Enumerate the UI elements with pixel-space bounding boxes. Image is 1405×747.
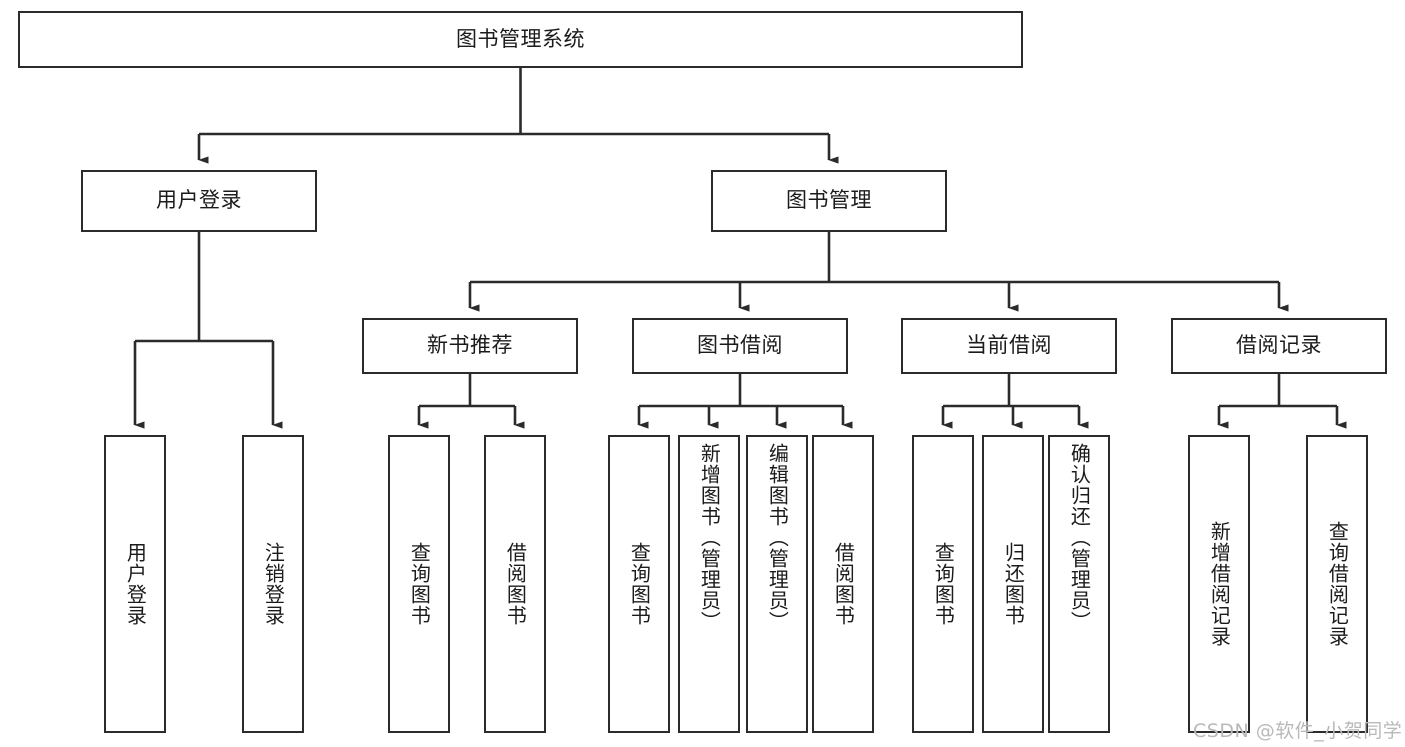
node-book-manage[interactable]: 图书管理	[711, 170, 947, 232]
node-leaf-add-book[interactable]: 新增图书（管理员）	[678, 435, 740, 733]
node-leaf-logout-login[interactable]: 注销登录	[242, 435, 304, 733]
node-leaf-logout-login-label: 注销登录	[261, 542, 286, 626]
watermark-text: CSDN @软件_小贺同学	[1193, 720, 1403, 742]
node-book-borrow-label: 图书借阅	[697, 333, 783, 358]
node-leaf-query-borrow-record-label: 查询借阅记录	[1325, 521, 1350, 647]
node-current-borrow-label: 当前借阅	[966, 333, 1052, 358]
node-leaf-add-borrow-record[interactable]: 新增借阅记录	[1188, 435, 1250, 733]
node-book-borrow[interactable]: 图书借阅	[632, 318, 848, 374]
node-leaf-edit-book[interactable]: 编辑图书（管理员）	[746, 435, 808, 733]
node-leaf-return-book-label: 归还图书	[1001, 542, 1026, 626]
node-leaf-query-book-1-label: 查询图书	[407, 542, 432, 626]
node-leaf-query-book-3[interactable]: 查询图书	[912, 435, 974, 733]
node-borrow-record[interactable]: 借阅记录	[1171, 318, 1387, 374]
node-leaf-add-borrow-record-label: 新增借阅记录	[1207, 521, 1232, 647]
node-leaf-query-book-3-label: 查询图书	[931, 542, 956, 626]
node-leaf-user-login[interactable]: 用户登录	[104, 435, 166, 733]
node-root[interactable]: 图书管理系统	[18, 11, 1023, 68]
node-root-label: 图书管理系统	[456, 26, 585, 51]
node-borrow-record-label: 借阅记录	[1236, 333, 1322, 358]
node-leaf-borrow-book-2[interactable]: 借阅图书	[812, 435, 874, 733]
node-leaf-query-book-1[interactable]: 查询图书	[388, 435, 450, 733]
node-new-book-recommend[interactable]: 新书推荐	[362, 318, 578, 374]
node-leaf-query-borrow-record[interactable]: 查询借阅记录	[1306, 435, 1368, 733]
node-new-book-recommend-label: 新书推荐	[427, 333, 513, 358]
node-leaf-return-book[interactable]: 归还图书	[982, 435, 1044, 733]
node-user-login-label: 用户登录	[156, 188, 242, 213]
node-leaf-confirm-return-label: 确认归还（管理员）	[1067, 443, 1092, 632]
node-leaf-user-login-label: 用户登录	[123, 542, 148, 626]
node-leaf-query-book-2-label: 查询图书	[627, 542, 652, 626]
node-leaf-add-book-label: 新增图书（管理员）	[697, 443, 722, 632]
node-leaf-borrow-book-1-label: 借阅图书	[503, 542, 528, 626]
node-leaf-query-book-2[interactable]: 查询图书	[608, 435, 670, 733]
node-leaf-borrow-book-2-label: 借阅图书	[831, 542, 856, 626]
node-leaf-edit-book-label: 编辑图书（管理员）	[765, 443, 790, 632]
node-book-manage-label: 图书管理	[786, 188, 872, 213]
node-user-login[interactable]: 用户登录	[81, 170, 317, 232]
node-current-borrow[interactable]: 当前借阅	[901, 318, 1117, 374]
node-leaf-borrow-book-1[interactable]: 借阅图书	[484, 435, 546, 733]
node-leaf-confirm-return[interactable]: 确认归还（管理员）	[1048, 435, 1110, 733]
